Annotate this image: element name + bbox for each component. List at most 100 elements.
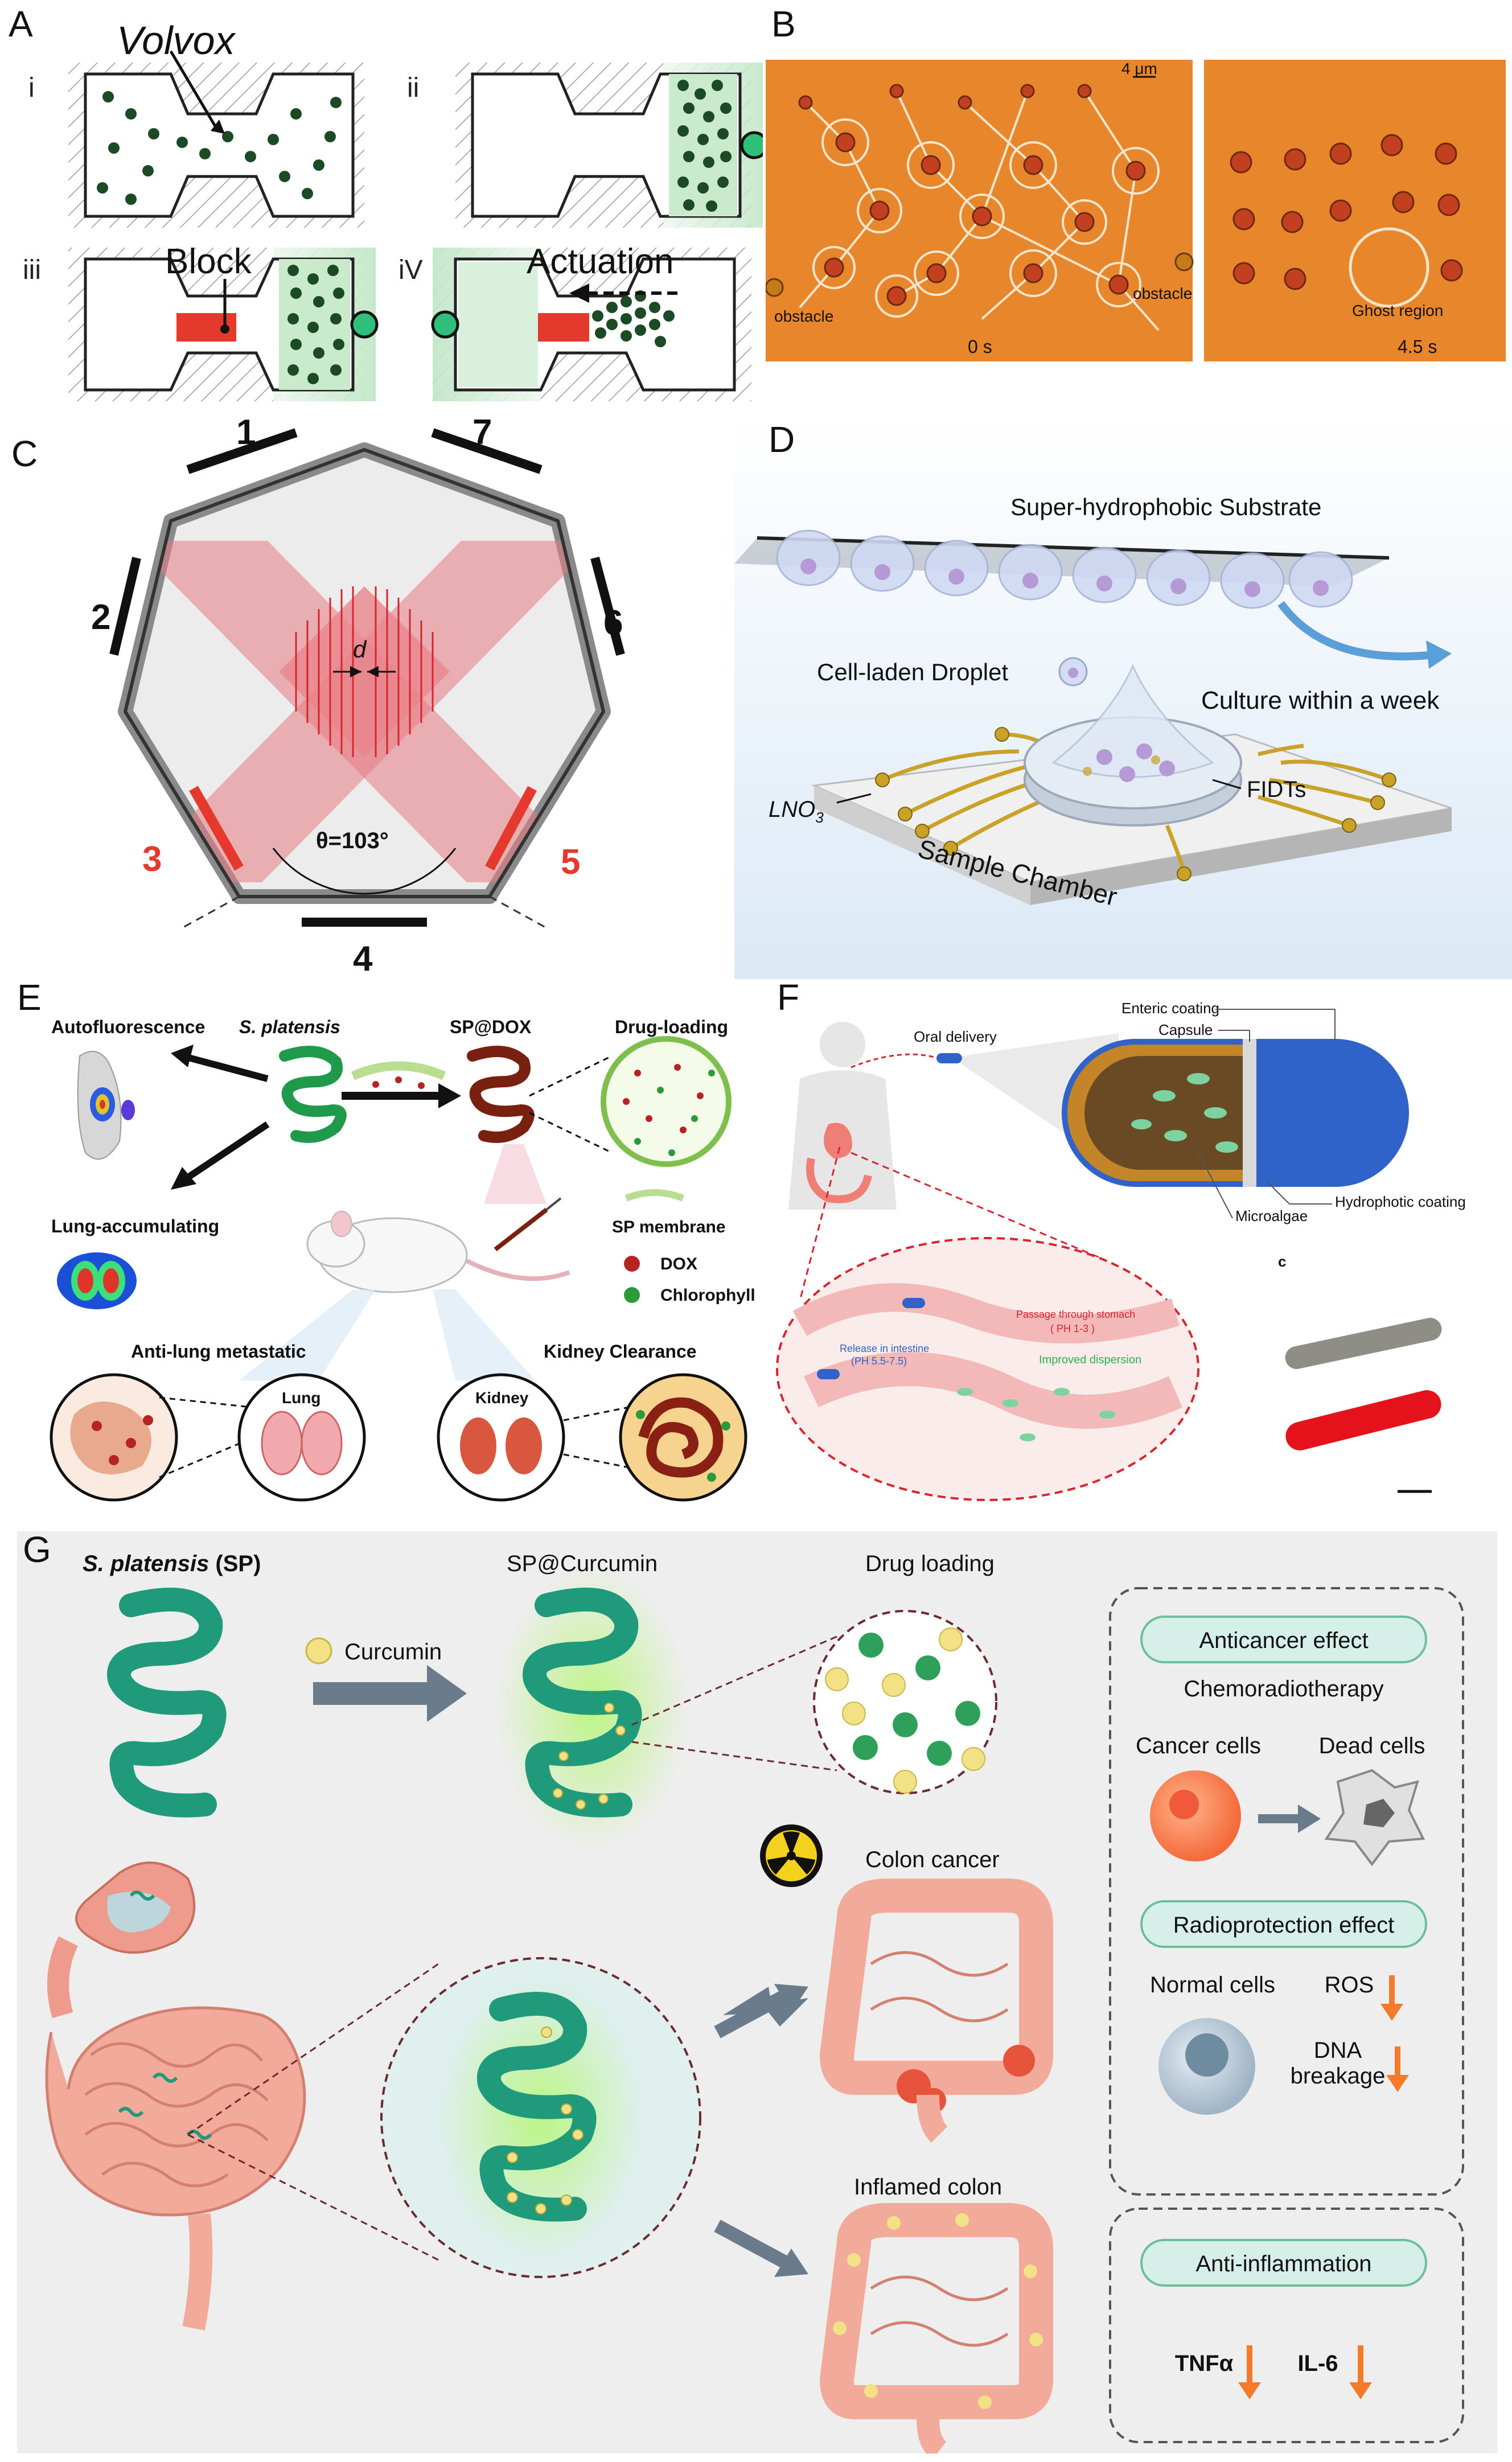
dead-cells-label: Dead cells xyxy=(1319,1733,1425,1758)
panel-e: Autofluorescence S. platensis SP@DOX Dru… xyxy=(0,982,766,1514)
drug-loading-label: Drug-loading xyxy=(615,1017,728,1037)
curcumin-label: Curcumin xyxy=(344,1639,442,1664)
antiinflammation-box xyxy=(1109,2208,1464,2443)
panel-a: i Volvox ii xyxy=(0,0,763,410)
dna-down-arrow-icon xyxy=(1386,2075,1409,2092)
stomach-ph-label: ( PH 1-3 ) xyxy=(1050,1323,1095,1334)
ghost-region-label: Ghost region xyxy=(1352,302,1443,319)
anticancer-pill: Anticancer effect xyxy=(1199,1628,1368,1653)
transducer-4-label: 4 xyxy=(353,939,373,979)
actuation-label: Actuation xyxy=(527,242,674,281)
panel-a-iii xyxy=(68,248,379,401)
lung-label: Lung xyxy=(282,1389,321,1407)
normal-cells-label: Normal cells xyxy=(1150,1972,1275,1997)
panel-a-iv xyxy=(431,248,751,401)
sub-label-ii: ii xyxy=(407,73,419,103)
tnfa-label: TNFα xyxy=(1175,2351,1234,2376)
hydrophotic-coating-label: Hydrophotic coating xyxy=(1335,1193,1466,1210)
obstacle-label-left: obstacle xyxy=(774,307,833,325)
s-platensis-label: S. platensis xyxy=(239,1017,340,1037)
sp-curcumin-spiral-icon xyxy=(523,1588,642,1818)
tnfa-down-arrow-icon xyxy=(1238,2382,1261,2399)
sub-label-iv: iV xyxy=(398,255,423,285)
stomach-label: Passage through stomach xyxy=(1016,1309,1135,1320)
legend-dox: DOX xyxy=(660,1255,697,1273)
colon-cancer-label: Colon cancer xyxy=(865,1847,1000,1872)
green-spiral-icon xyxy=(279,1046,347,1143)
fidts-label: FIDTs xyxy=(1247,777,1306,802)
theta-label: θ=103° xyxy=(316,828,389,853)
panel-g: S. platensis (SP) SP@Curcumin Drug loadi… xyxy=(17,1531,1497,2453)
ros-down-arrow-icon xyxy=(1380,2004,1403,2021)
oral-delivery-label: Oral delivery xyxy=(914,1028,997,1045)
dox-spiral-icon xyxy=(467,1046,535,1143)
panel-label-f: F xyxy=(777,982,800,1018)
panel-label-d: D xyxy=(769,419,795,460)
lung-accumulating-label: Lung-accumulating xyxy=(51,1216,219,1236)
microalgae-label: Microalgae xyxy=(1235,1207,1308,1224)
panel-a-i xyxy=(68,50,364,228)
hanging-droplets xyxy=(776,529,1353,609)
particles-after xyxy=(1230,134,1463,290)
volvox-label: Volvox xyxy=(117,18,237,63)
transducer-6-label: 6 xyxy=(603,603,623,643)
transducer-1-label: 1 xyxy=(236,416,256,452)
legend-sp-membrane: SP membrane xyxy=(612,1218,726,1236)
breakage-label: breakage xyxy=(1291,2064,1386,2089)
transducer-5-label: 5 xyxy=(561,842,580,882)
enteric-coating-label: Enteric coating xyxy=(1121,1000,1219,1017)
sub-label-i: i xyxy=(28,73,35,103)
panel-label-e: E xyxy=(17,982,42,1018)
autofluorescence-label: Autofluorescence xyxy=(51,1017,205,1037)
lno3-label: LNO3 xyxy=(769,797,824,826)
kidney-label: Kidney xyxy=(475,1389,529,1407)
panel-b: 4 μm obstacle obstacle 0 s Ghost region … xyxy=(766,0,1512,410)
obstacle-label-right: obstacle xyxy=(1133,285,1192,302)
capsule-photo-red xyxy=(1285,1390,1441,1450)
drug-loading-title: Drug loading xyxy=(865,1551,995,1576)
legend-dox-dot xyxy=(624,1256,640,1272)
dispersion-label: Improved dispersion xyxy=(1039,1354,1141,1366)
intestine-label: Release in intestine xyxy=(840,1343,929,1354)
anti-lung-label: Anti-lung metastatic xyxy=(131,1341,306,1362)
radioprotection-pill: Radioprotection effect xyxy=(1173,1913,1394,1938)
effects-box xyxy=(1109,1587,1464,2196)
panel-label-b: B xyxy=(771,3,796,44)
il6-down-arrow-icon xyxy=(1349,2382,1372,2399)
spacing-d-label: d xyxy=(353,636,367,663)
panel-a-ii xyxy=(455,63,763,228)
legend-chlorophyll-dot xyxy=(624,1287,640,1303)
panel-f: Oral delivery Enteric coating Capsule Hy… xyxy=(766,982,1512,1514)
time-label-0s: 0 s xyxy=(968,336,992,357)
panel-label-g: G xyxy=(23,1531,51,1570)
kidney-clearance-label: Kidney Clearance xyxy=(544,1341,697,1362)
transducer-2-label: 2 xyxy=(91,598,110,637)
sp-spiral-icon xyxy=(107,1588,227,1818)
ros-label: ROS xyxy=(1325,1972,1374,1997)
capsule-photo-grey xyxy=(1285,1318,1442,1369)
dna-label: DNA xyxy=(1314,2038,1362,2063)
transducer-7-label: 7 xyxy=(472,416,492,452)
sp-dox-label: SP@DOX xyxy=(450,1017,532,1037)
capsule-label: Capsule xyxy=(1158,1021,1213,1038)
sub-label-c: c xyxy=(1278,1253,1286,1270)
panel-d: Super-hydrophobic Substrate Cell-laden D… xyxy=(734,416,1512,979)
sp-title: S. platensis (SP) xyxy=(83,1551,261,1576)
cancer-cells-label: Cancer cells xyxy=(1136,1733,1261,1758)
inflamed-colon-label: Inflamed colon xyxy=(854,2175,1002,2200)
block-label: Block xyxy=(165,242,252,281)
antiinflammation-pill: Anti-inflammation xyxy=(1195,2251,1371,2276)
scale-bar-label: 4 μm xyxy=(1121,60,1157,77)
intestine-ph-label: (PH 5.5-7.5) xyxy=(851,1355,907,1367)
curcumin-dot-icon xyxy=(305,1637,332,1664)
legend-chlorophyll: Chlorophyll xyxy=(660,1286,755,1305)
panel-label-a: A xyxy=(9,3,33,44)
transducer-3-label: 3 xyxy=(142,840,162,879)
culture-label: Culture within a week xyxy=(1201,687,1440,714)
cancer-cell-icon xyxy=(1150,1770,1241,1861)
chemoradiotherapy-label: Chemoradiotherapy xyxy=(1184,1676,1383,1701)
big-spiral-icon xyxy=(476,1992,597,2222)
panel-label-c: C xyxy=(11,433,38,474)
il6-label: IL-6 xyxy=(1297,2351,1338,2376)
sub-label-iii: iii xyxy=(23,255,41,285)
